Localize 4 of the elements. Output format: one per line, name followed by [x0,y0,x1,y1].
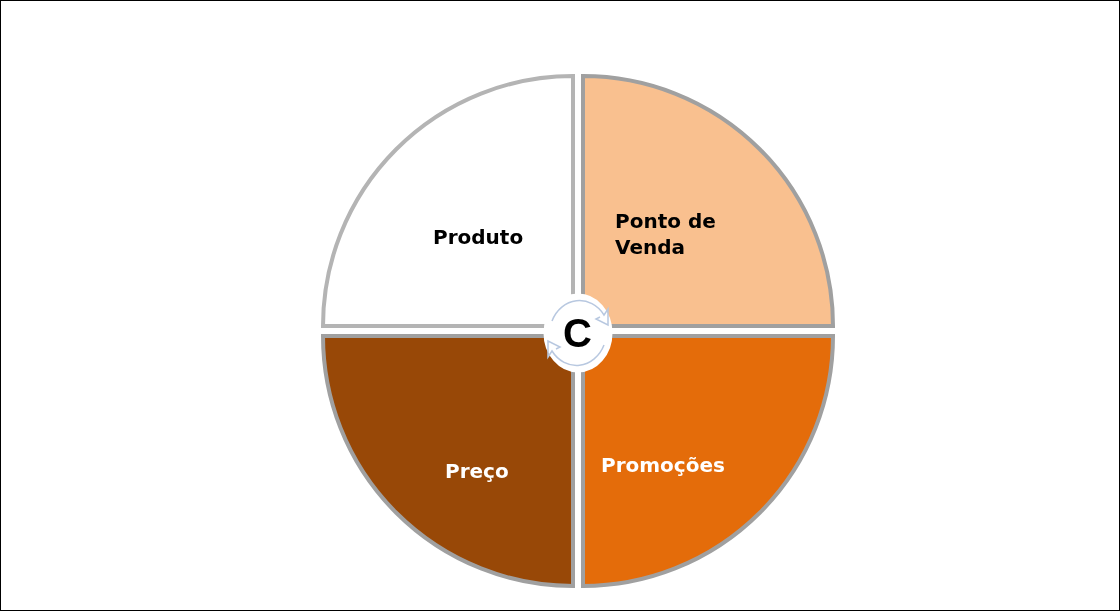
segment-label: Ponto de Venda [615,208,717,260]
segment-label: Preço [445,458,510,484]
segment-label: Promoções [601,452,726,478]
segment-label: Produto [433,224,525,250]
